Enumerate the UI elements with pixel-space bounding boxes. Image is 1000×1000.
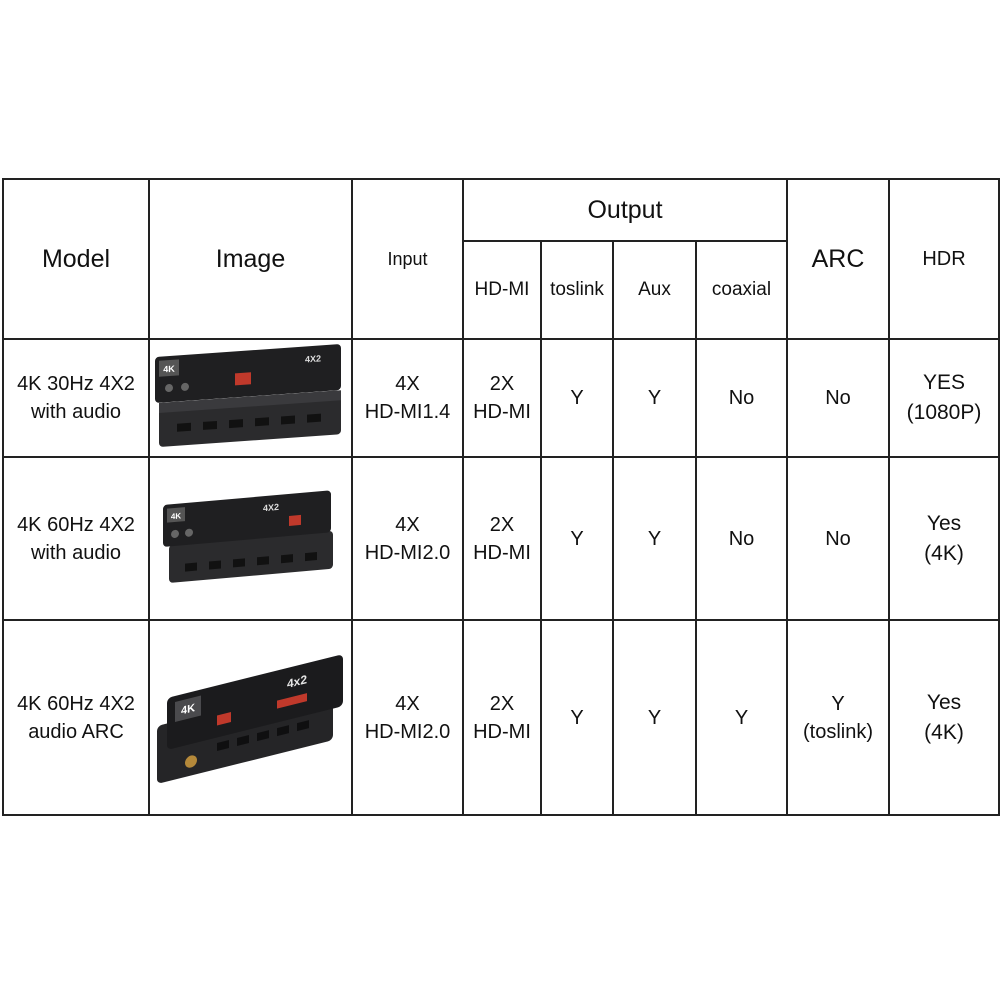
output-hdmi-cell: 2X HD-MI: [462, 338, 542, 458]
model-name-line2: audio ARC: [28, 720, 124, 743]
output-aux-cell: Y: [612, 619, 697, 816]
output-aux-cell: Y: [612, 338, 697, 458]
output-hdmi-line2: HD-MI: [473, 720, 531, 743]
hdr-line2: (4K): [924, 541, 964, 565]
input-line2: HD-MI1.4: [364, 401, 451, 423]
hdr-cell: Yes (4K): [888, 456, 1000, 621]
input-line2: HD-MI2.0: [364, 720, 451, 743]
header-hdr: HDR: [888, 178, 1000, 340]
header-output-hdmi: HD-MI: [462, 240, 542, 340]
device-model-text: 4X2: [305, 353, 321, 364]
model-cell: 4K 30Hz 4X2 with audio: [2, 338, 150, 458]
output-coaxial-cell: No: [695, 456, 788, 621]
output-hdmi-cell: 2X HD-MI: [462, 456, 542, 621]
product-image-cell: 4K 4x2: [148, 619, 353, 816]
output-aux-cell: Y: [612, 456, 697, 621]
arc-cell: Y (toslink): [786, 619, 890, 816]
model-name-line2: with audio: [30, 401, 122, 423]
input-line1: 4X: [395, 692, 420, 715]
hdmi-matrix-product-image: 4K 4X2: [154, 344, 341, 447]
device-model-text: 4x2: [287, 672, 307, 691]
output-toslink-cell: Y: [540, 338, 614, 458]
table-row: 4K 30Hz 4X2 with audio 4K: [2, 338, 1000, 458]
header-output-aux: Aux: [612, 240, 697, 340]
input-cell: 4X HD-MI2.0: [351, 619, 464, 816]
hdr-cell: YES (1080P): [888, 338, 1000, 458]
output-toslink-cell: Y: [540, 619, 614, 816]
header-arc: ARC: [786, 178, 890, 340]
header-output-toslink: toslink: [540, 240, 614, 340]
output-coaxial-cell: Y: [695, 619, 788, 816]
device-badge-text: 4K: [170, 511, 180, 521]
model-name-line1: 4K 60Hz 4X2: [17, 692, 135, 715]
model-name-line2: with audio: [30, 541, 122, 564]
output-hdmi-cell: 2X HD-MI: [462, 619, 542, 816]
hdr-line1: YES: [922, 371, 966, 394]
input-line1: 4X: [395, 373, 420, 395]
table-row: 4K 60Hz 4X2 with audio 4K 4X2: [2, 456, 1000, 621]
hdr-line1: Yes: [926, 690, 962, 714]
hdr-cell: Yes (4K): [888, 619, 1000, 816]
arc-line1: Y: [831, 692, 845, 715]
input-cell: 4X HD-MI2.0: [351, 456, 464, 621]
header-output: Output: [462, 178, 788, 242]
model-name-line1: 4K 30Hz 4X2: [17, 373, 135, 395]
hdmi-matrix-product-image: 4K 4X2: [162, 490, 333, 583]
header-output-coaxial: coaxial: [695, 240, 788, 340]
hdr-line2: (4K): [924, 720, 964, 744]
input-line2: HD-MI2.0: [364, 541, 451, 564]
output-hdmi-line1: 2X: [489, 373, 515, 395]
table-row: 4K 60Hz 4X2 audio ARC 4K: [2, 619, 1000, 816]
output-hdmi-line2: HD-MI: [473, 541, 531, 564]
hdr-line1: Yes: [926, 511, 962, 535]
product-comparison-table: Model Image Input Output ARC HDR HD-MI t…: [2, 178, 1000, 816]
output-hdmi-line2: HD-MI: [473, 401, 531, 423]
model-cell: 4K 60Hz 4X2 audio ARC: [2, 619, 150, 816]
output-toslink-cell: Y: [540, 456, 614, 621]
device-badge-text: 4K: [180, 702, 194, 717]
hdmi-matrix-product-image: 4K 4x2: [156, 654, 343, 783]
output-hdmi-line1: 2X: [489, 692, 515, 715]
comparison-table-container: Model Image Input Output ARC HDR HD-MI t…: [2, 178, 1000, 816]
input-cell: 4X HD-MI1.4: [351, 338, 464, 458]
header-row-sub: HD-MI toslink Aux coaxial: [3, 240, 999, 340]
arc-cell: No: [786, 338, 890, 458]
product-image-cell: 4K 4X2: [148, 338, 353, 458]
header-image: Image: [148, 178, 353, 340]
arc-line1: No: [825, 527, 851, 550]
header-input: Input: [351, 178, 464, 340]
arc-line2: (toslink): [802, 720, 873, 743]
input-line1: 4X: [395, 513, 420, 536]
hdr-line2: (1080P): [906, 401, 982, 424]
header-model: Model: [2, 178, 150, 340]
product-image-cell: 4K 4X2: [148, 456, 353, 621]
arc-cell: No: [786, 456, 890, 621]
device-model-text: 4X2: [263, 501, 279, 512]
arc-line1: No: [825, 387, 851, 409]
model-name-line1: 4K 60Hz 4X2: [17, 513, 135, 536]
device-badge-text: 4K: [163, 364, 175, 375]
header-row-top: Model Image Input Output ARC HDR: [2, 178, 1000, 340]
output-coaxial-cell: No: [695, 338, 788, 458]
model-cell: 4K 60Hz 4X2 with audio: [2, 456, 150, 621]
output-hdmi-line1: 2X: [489, 513, 515, 536]
